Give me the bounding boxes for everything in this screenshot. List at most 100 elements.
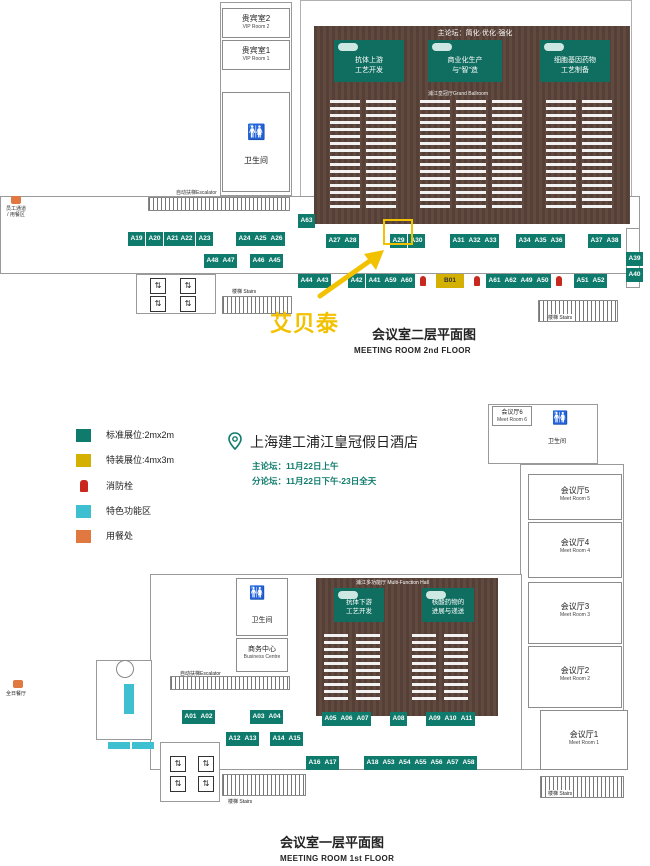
booth[interactable]: A42 <box>348 274 365 288</box>
meet-room-5-en: Meet Room 5 <box>559 496 590 502</box>
booth[interactable]: A19 <box>128 232 145 246</box>
booth[interactable]: A08 <box>390 712 407 726</box>
booth[interactable]: A04 <box>266 710 283 724</box>
legend-special-swatch <box>76 454 91 467</box>
booth[interactable]: A35 <box>532 234 549 248</box>
booth[interactable]: A26 <box>268 232 285 246</box>
hall-label: 浦江多功能厅 Multi-Function Hall <box>356 580 429 586</box>
booth[interactable]: A36 <box>548 234 565 248</box>
booth[interactable]: A11 <box>458 712 475 726</box>
booth[interactable]: A27 <box>326 234 343 248</box>
booth[interactable]: A45 <box>266 254 283 268</box>
booth[interactable]: A37 <box>588 234 605 248</box>
booth[interactable]: A38 <box>604 234 621 248</box>
booth[interactable]: A40 <box>626 268 643 282</box>
booth[interactable]: A23 <box>196 232 213 246</box>
booth[interactable]: A47 <box>220 254 237 268</box>
booth[interactable]: A57 <box>444 756 461 770</box>
business-centre: 商务中心 Business Centre <box>236 638 288 672</box>
dining-icon <box>13 680 23 688</box>
vip-room-1-cn: 贵宾室1 <box>241 46 271 55</box>
meet-room-6: 会议厅6 Meet Room 6 <box>492 406 532 426</box>
booth[interactable]: A43 <box>314 274 331 288</box>
booth[interactable]: A12 <box>226 732 243 746</box>
booth[interactable]: A61 <box>486 274 503 288</box>
booth[interactable]: A06 <box>338 712 355 726</box>
seat-block <box>366 100 396 212</box>
booth[interactable]: A28 <box>342 234 359 248</box>
booth[interactable]: A59 <box>382 274 399 288</box>
stairs-f1 <box>222 774 306 796</box>
booth[interactable]: A56 <box>428 756 445 770</box>
booth[interactable]: A49 <box>518 274 535 288</box>
seat-block <box>444 634 468 704</box>
lift-icon: ⇅ <box>180 278 196 294</box>
revolving-door-icon <box>116 660 134 678</box>
booth[interactable]: A34 <box>516 234 533 248</box>
seat-block <box>412 634 436 704</box>
booth[interactable]: A01 <box>182 710 199 724</box>
booth[interactable]: A46 <box>250 254 267 268</box>
booth[interactable]: A55 <box>412 756 429 770</box>
hydrant-icon <box>474 276 480 286</box>
booth[interactable]: A25 <box>252 232 269 246</box>
booth[interactable]: A39 <box>626 252 643 266</box>
booth[interactable]: A02 <box>198 710 215 724</box>
meet-room-1: 会议厅1 Meet Room 1 <box>540 710 628 770</box>
booth[interactable]: A03 <box>250 710 267 724</box>
booth[interactable]: A05 <box>322 712 339 726</box>
booth[interactable]: A60 <box>398 274 415 288</box>
feature-area <box>132 742 154 749</box>
meet-room-5-cn: 会议厅5 <box>560 486 590 495</box>
seat-block <box>492 100 522 212</box>
booth[interactable]: A51 <box>574 274 591 288</box>
booth[interactable]: A24 <box>236 232 253 246</box>
meet-room-3-en: Meet Room 3 <box>559 612 590 618</box>
booth[interactable]: A58 <box>460 756 477 770</box>
booth[interactable]: A31 <box>450 234 467 248</box>
booth[interactable]: A14 <box>270 732 287 746</box>
escalator-f1 <box>170 676 290 690</box>
booth[interactable]: A33 <box>482 234 499 248</box>
booth[interactable]: A17 <box>322 756 339 770</box>
vip-room-2-en: VIP Room 2 <box>242 24 270 30</box>
booth[interactable]: A21 <box>164 232 181 246</box>
booth-A63[interactable]: A63 <box>298 214 315 228</box>
booth[interactable]: A62 <box>502 274 519 288</box>
booth[interactable]: A09 <box>426 712 443 726</box>
staff-passage: 员工通道 / 用餐区 <box>4 196 28 224</box>
booth[interactable]: A13 <box>242 732 259 746</box>
booth[interactable]: A48 <box>204 254 221 268</box>
meet-room-2: 会议厅2 Meet Room 2 <box>528 646 622 708</box>
business-centre-cn: 商务中心 <box>248 646 276 653</box>
main-forum-time: 主论坛：11月22日上午 <box>252 461 339 471</box>
booth[interactable]: A22 <box>178 232 195 246</box>
meet-room-4-en: Meet Room 4 <box>559 548 590 554</box>
escalator-f1-label: 自动扶梯Escalator <box>180 671 221 677</box>
dining-label: 全日餐厅 <box>6 691 27 697</box>
staff-passage-label: 员工通道 / 用餐区 <box>5 206 26 218</box>
booth[interactable]: A15 <box>286 732 303 746</box>
booth[interactable]: A32 <box>466 234 483 248</box>
highlight-box <box>383 219 413 245</box>
toilet-icon: 🚻 <box>249 585 266 600</box>
logo-icon <box>426 591 446 599</box>
booth[interactable]: A53 <box>380 756 397 770</box>
legend-hydrant-icon <box>80 480 88 492</box>
special-booth-B01[interactable]: B01 <box>436 274 464 288</box>
booth[interactable]: A52 <box>590 274 607 288</box>
booth[interactable]: A20 <box>146 232 163 246</box>
booth[interactable]: A44 <box>298 274 315 288</box>
booth[interactable]: A41 <box>366 274 383 288</box>
booth[interactable]: A16 <box>306 756 323 770</box>
floor1-caption-en: MEETING ROOM 1st FLOOR <box>280 854 395 863</box>
booth[interactable]: A07 <box>354 712 371 726</box>
meet-room-1-cn: 会议厅1 <box>569 730 599 739</box>
booth[interactable]: A50 <box>534 274 551 288</box>
booth[interactable]: A10 <box>442 712 459 726</box>
logo-icon <box>432 43 452 51</box>
booth[interactable]: A18 <box>364 756 381 770</box>
booth[interactable]: A54 <box>396 756 413 770</box>
lift-icon: ⇅ <box>150 296 166 312</box>
stairs-f1-label: 楼梯 Stairs <box>228 799 253 805</box>
